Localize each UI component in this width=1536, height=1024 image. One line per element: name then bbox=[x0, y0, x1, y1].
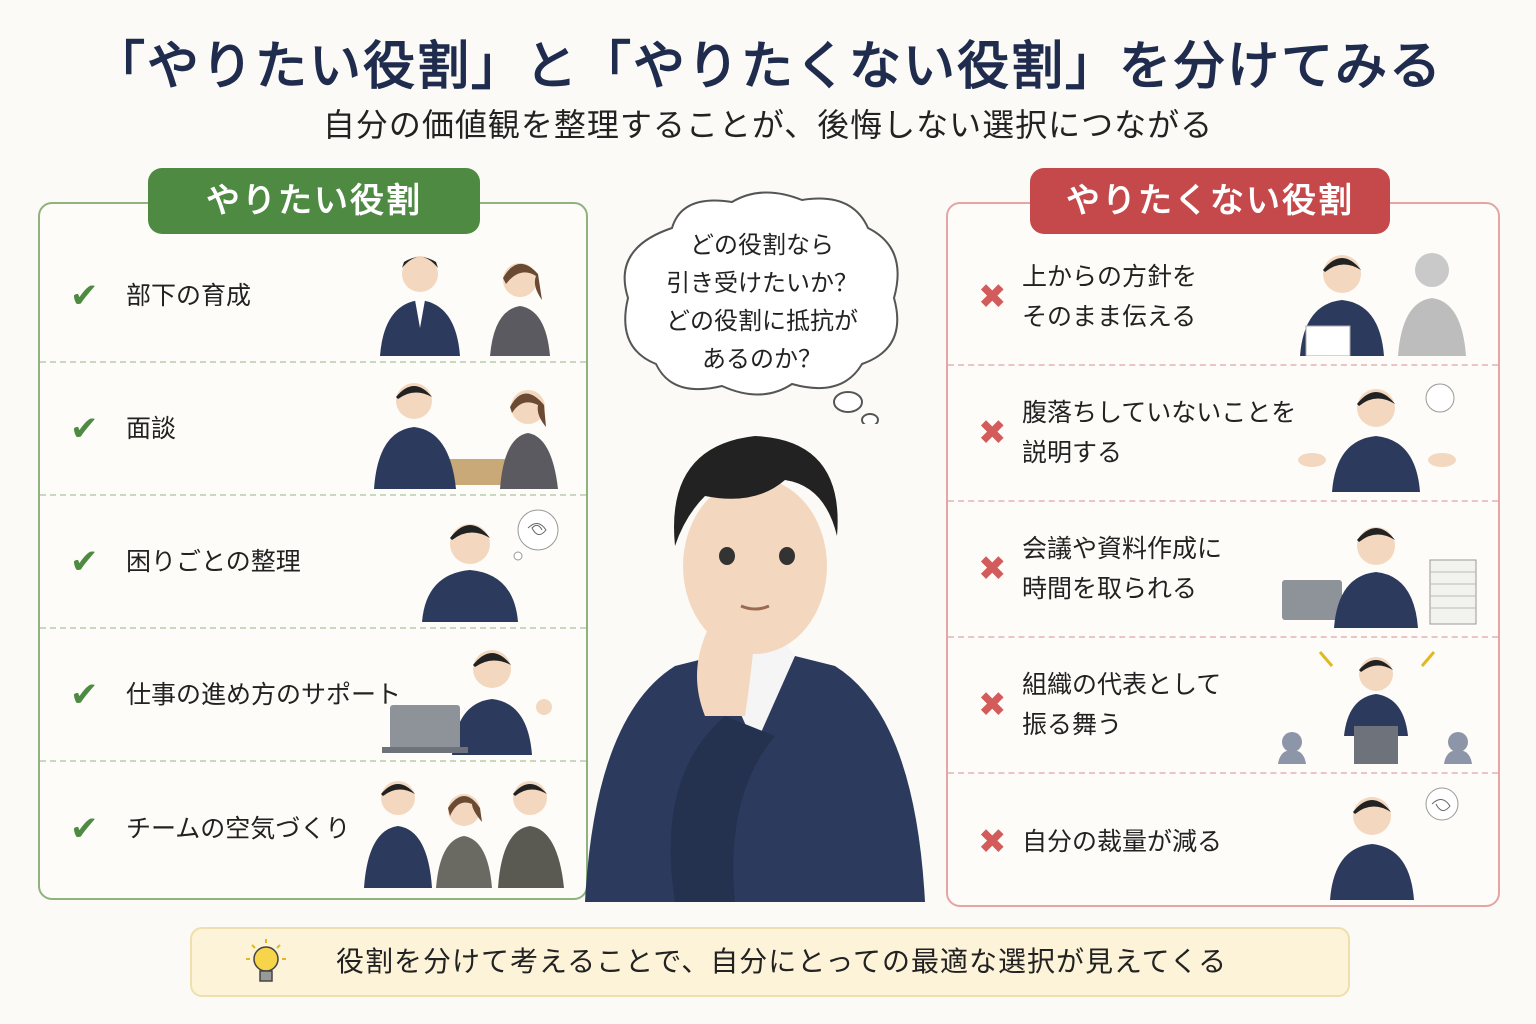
cross-icon: ✖ bbox=[978, 685, 1007, 725]
list-item: ✖ 上からの方針を そのまま伝える bbox=[948, 230, 1498, 366]
item-label: 困りごとの整理 bbox=[126, 546, 301, 576]
page-subtitle: 自分の価値観を整理することが、後悔しない選択につながる bbox=[322, 106, 1214, 144]
relaying-policy-illustration bbox=[1300, 253, 1466, 356]
cross-icon: ✖ bbox=[978, 277, 1007, 317]
list-item: ✖ 自分の裁量が減る bbox=[948, 774, 1498, 910]
item-label: 仕事の進め方のサポート bbox=[126, 679, 402, 709]
check-icon: ✔ bbox=[70, 808, 99, 849]
list-item: ✖ 組織の代表として 振る舞う bbox=[948, 638, 1498, 774]
list-item: ✖ 腹落ちしていないことを 説明する bbox=[948, 366, 1498, 502]
summary-banner: 役割を分けて考えることで、自分にとっての最適な選択が見えてくる bbox=[190, 927, 1350, 997]
representative-illustration bbox=[1278, 651, 1472, 764]
thinking-man-illustration bbox=[585, 436, 925, 902]
check-icon: ✔ bbox=[70, 674, 99, 715]
item-label: 腹落ちしていないことを 説明する bbox=[1022, 398, 1297, 467]
thinking-man-illustration bbox=[422, 509, 559, 622]
check-icon: ✔ bbox=[70, 541, 99, 582]
less-autonomy-illustration bbox=[1330, 787, 1459, 900]
check-icon: ✔ bbox=[70, 408, 99, 449]
check-icon: ✔ bbox=[70, 275, 99, 316]
mentoring-illustration bbox=[380, 256, 550, 356]
list-item: ✔ 面談 bbox=[40, 363, 586, 496]
list-item: ✔ 困りごとの整理 bbox=[40, 496, 586, 629]
cross-icon: ✖ bbox=[978, 822, 1007, 862]
page-title: 「やりたい役割」と「やりたくない役割」を分けてみる bbox=[92, 37, 1443, 97]
explaining-illustration bbox=[1298, 383, 1456, 492]
list-item: ✖ 会議や資料作成に 時間を取られる bbox=[948, 502, 1498, 638]
thought-bubble-text: どの役割なら 引き受けたいか？ どの役割に抵抗が あるのか？ bbox=[666, 231, 858, 373]
list-item: ✔ チームの空気づくり bbox=[40, 762, 586, 895]
cross-icon: ✖ bbox=[978, 549, 1007, 589]
meetings-paperwork-illustration bbox=[1282, 527, 1477, 628]
item-label: 自分の裁量が減る bbox=[1022, 827, 1223, 856]
item-label: 面談 bbox=[126, 413, 177, 443]
cross-icon: ✖ bbox=[978, 413, 1007, 453]
unwanted-roles-panel: ✖ 上からの方針を そのまま伝える ✖ 腹落ちしていないことを 説明する ✖ 会… bbox=[946, 202, 1500, 907]
item-label: チームの空気づくり bbox=[126, 813, 351, 843]
list-item: ✔ 仕事の進め方のサポート bbox=[40, 629, 586, 762]
item-label: 部下の育成 bbox=[126, 280, 252, 310]
unwanted-roles-header: やりたくない役割 bbox=[1030, 168, 1390, 234]
support-illustration bbox=[382, 650, 552, 755]
lightbulb-icon bbox=[246, 939, 286, 982]
want-roles-panel: ✔ 部下の育成 ✔ 面談 ✔ 困りごとの整理 bbox=[38, 202, 588, 900]
item-label: 会議や資料作成に 時間を取られる bbox=[1022, 534, 1223, 603]
summary-text: 役割を分けて考えることで、自分にとっての最適な選択が見えてくる bbox=[336, 945, 1228, 978]
interview-illustration bbox=[374, 383, 558, 489]
team-illustration bbox=[364, 781, 564, 888]
thought-bubble bbox=[623, 191, 899, 424]
item-label: 組織の代表として 振る舞う bbox=[1022, 670, 1222, 739]
want-roles-header: やりたい役割 bbox=[148, 168, 480, 234]
item-label: 上からの方針を そのまま伝える bbox=[1022, 262, 1198, 331]
list-item: ✔ 部下の育成 bbox=[40, 230, 586, 363]
